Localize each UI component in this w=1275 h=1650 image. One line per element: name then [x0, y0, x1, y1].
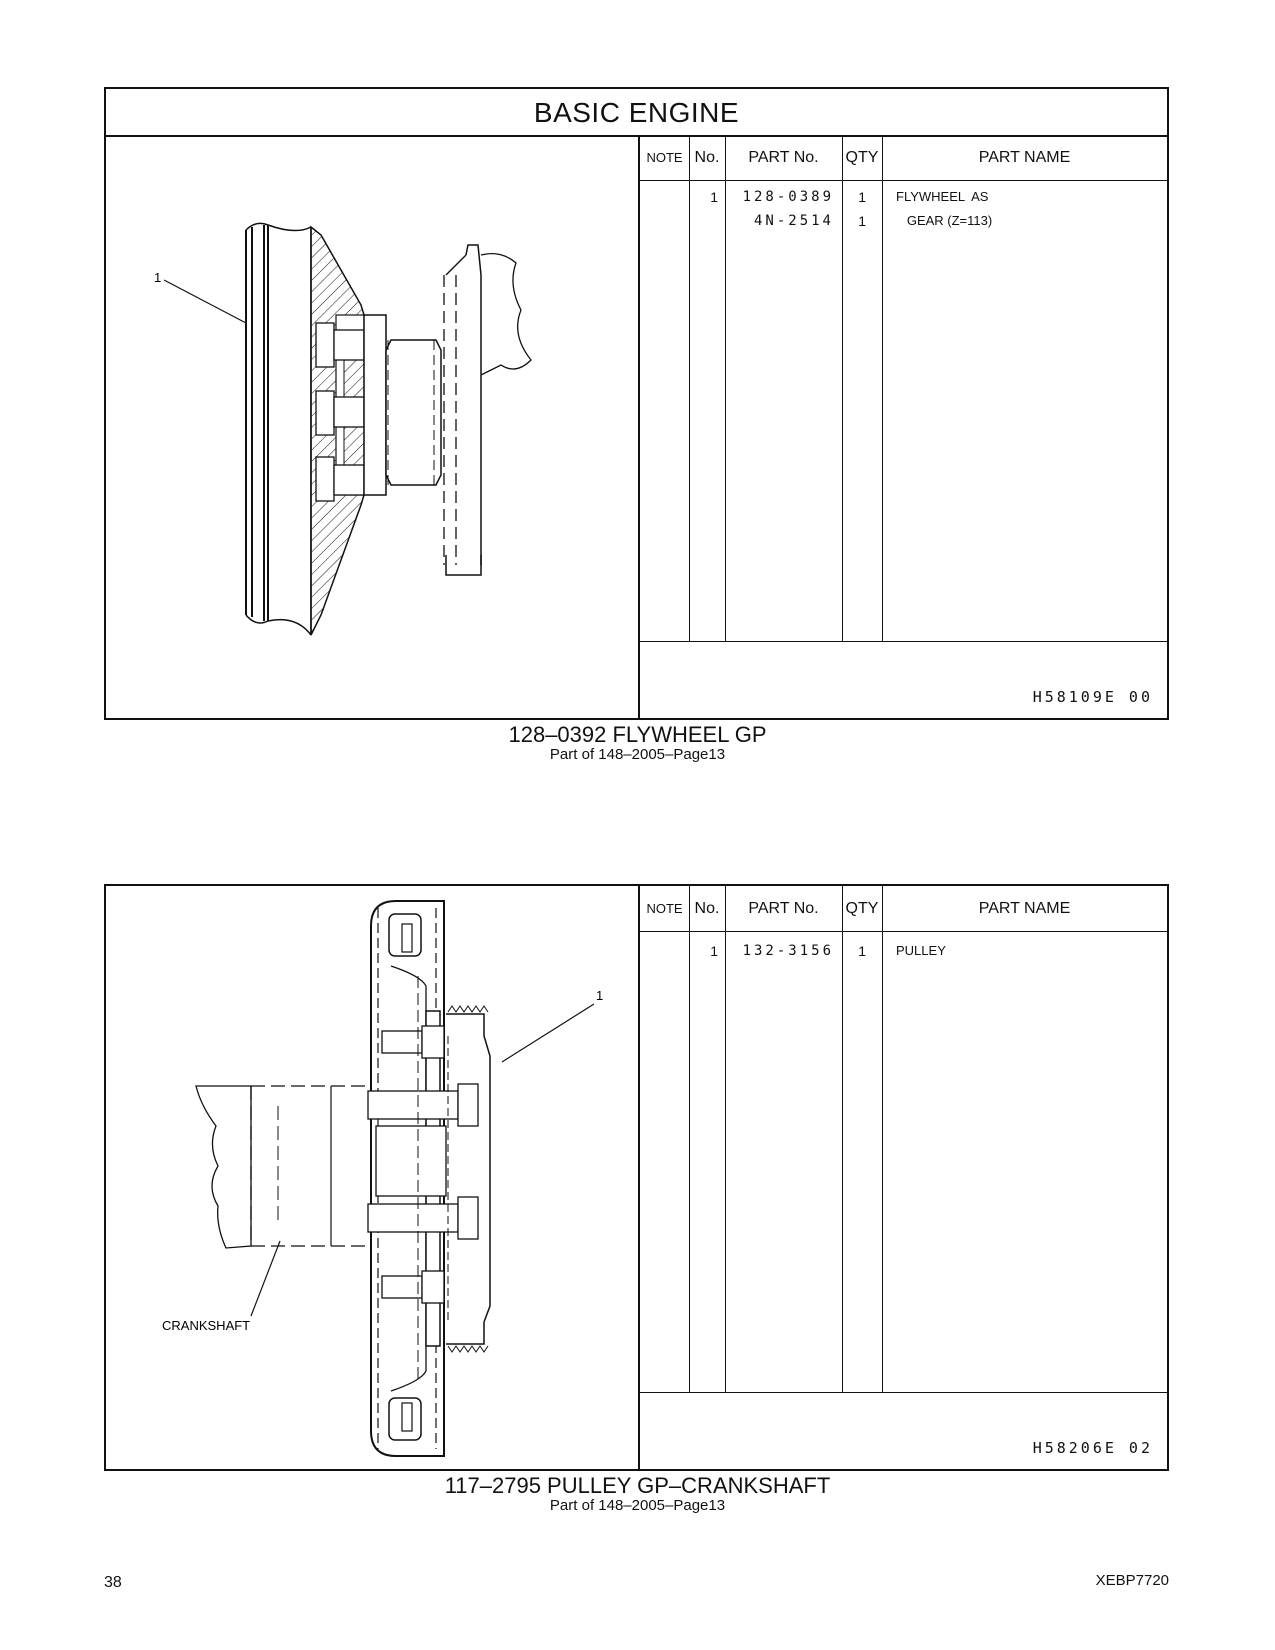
row-part-no: 128-0389 [742, 189, 834, 205]
group-subtitle: Part of 148–2005–Page13 [549, 746, 726, 763]
header-part-name: PART NAME [978, 900, 1071, 917]
header-part-name: PART NAME [978, 149, 1071, 166]
row-part-name: PULLEY [896, 943, 946, 958]
row-qty: 1 [858, 213, 866, 229]
table-footer: H58109E 00 [640, 641, 1167, 718]
header-no: No. [694, 900, 720, 917]
row-part-name: GEAR (Z=113) [896, 213, 993, 228]
table-header: NOTE No. PART No. QTY PART NAME [640, 135, 1167, 181]
header-note: NOTE [646, 150, 683, 165]
group-title: 117–2795 PULLEY GP–CRANKSHAFT [444, 1473, 831, 1498]
header-qty: QTY [845, 149, 879, 166]
table-row: 1 128-0389 1 FLYWHEEL AS [640, 185, 1167, 209]
table-header: NOTE No. PART No. QTY PART NAME [640, 886, 1167, 932]
row-no: 1 [710, 189, 718, 205]
group-subtitle: Part of 148–2005–Page13 [549, 1497, 726, 1514]
pulley-illustration: 1 CRANKSHAFT [162, 900, 603, 1457]
group-title: 128–0392 FLYWHEEL GP [508, 722, 767, 747]
pulley-drawing: 1 CRANKSHAFT [106, 886, 640, 1469]
row-qty: 1 [858, 943, 866, 959]
group-caption-flywheel: 128–0392 FLYWHEEL GP Part of 148–2005–Pa… [0, 723, 1275, 763]
parts-table-pulley: NOTE No. PART No. QTY PART NAME 1 132-31… [640, 886, 1167, 1469]
row-part-no: 4N-2514 [753, 213, 834, 229]
header-no: No. [694, 149, 720, 166]
parts-frame-flywheel: BASIC ENGINE 1 [104, 87, 1169, 720]
header-part-no: PART No. [748, 149, 819, 166]
parts-frame-pulley: 1 CRANKSHAFT [104, 884, 1169, 1471]
table-row: 4N-2514 1 GEAR (Z=113) [640, 209, 1167, 233]
group-caption-pulley: 117–2795 PULLEY GP–CRANKSHAFT Part of 14… [0, 1474, 1275, 1514]
header-note: NOTE [646, 901, 683, 916]
row-qty: 1 [858, 189, 866, 205]
header-qty: QTY [845, 900, 879, 917]
page-number: 38 [104, 1574, 122, 1591]
callout-1: 1 [154, 270, 161, 285]
row-no: 1 [710, 943, 718, 959]
row-part-name: FLYWHEEL AS [896, 189, 989, 204]
drawing-id: H58206E 02 [1032, 1439, 1153, 1457]
parts-table-flywheel: NOTE No. PART No. QTY PART NAME 1 128-03… [640, 135, 1167, 718]
row-part-no: 132-3156 [742, 943, 834, 959]
section-title: BASIC ENGINE [106, 89, 1167, 137]
flywheel-illustration: 1 [154, 222, 532, 636]
flywheel-drawing: 1 [106, 135, 640, 718]
table-footer: H58206E 02 [640, 1392, 1167, 1469]
drawing-id: H58109E 00 [1032, 688, 1153, 706]
table-row: 1 132-3156 1 PULLEY [640, 939, 1167, 963]
header-part-no: PART No. [748, 900, 819, 917]
callout-1: 1 [596, 988, 603, 1003]
document-code: XEBP7720 [1095, 1572, 1169, 1589]
crankshaft-label: CRANKSHAFT [162, 1318, 250, 1333]
